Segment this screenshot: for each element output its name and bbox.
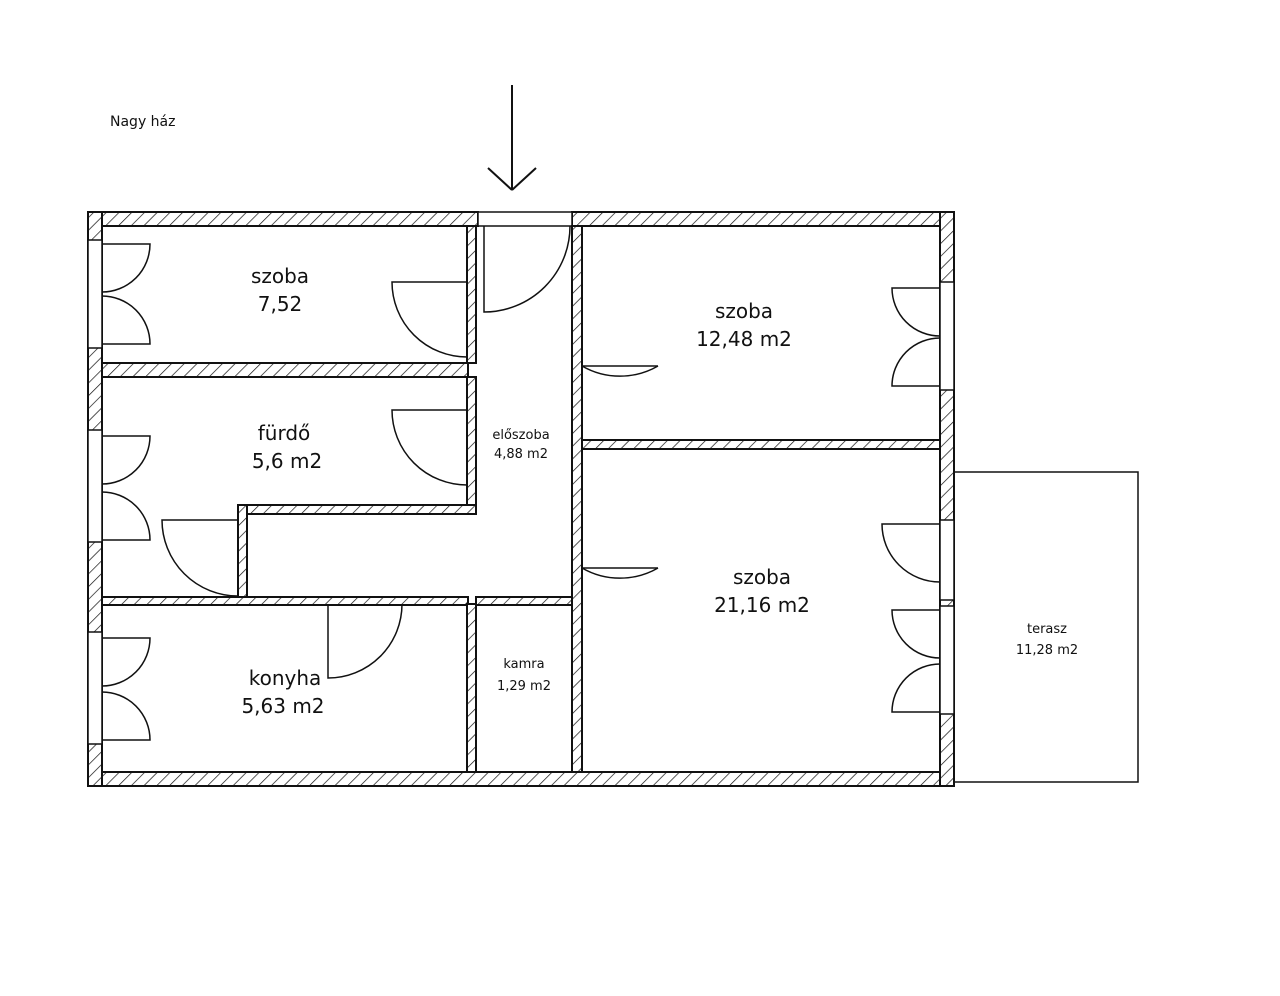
window-swings (101, 243, 941, 741)
room-name: kamra (503, 657, 544, 672)
room-kamra: kamra 1,29 m2 (497, 657, 551, 694)
room-name: előszoba (492, 428, 549, 443)
room-szoba-21: szoba 21,16 m2 (714, 565, 810, 617)
room-name: fürdő (258, 421, 311, 445)
room-furdo: fürdő 5,6 m2 (252, 421, 322, 473)
room-name: szoba (251, 264, 309, 288)
plan-title: Nagy ház (110, 114, 175, 130)
room-area: 1,29 m2 (497, 679, 551, 694)
room-area: 5,63 m2 (241, 694, 324, 718)
room-area: 4,88 m2 (494, 447, 548, 462)
room-area: 11,28 m2 (1016, 643, 1078, 658)
room-szoba-12: szoba 12,48 m2 (696, 299, 792, 351)
room-eloszoba: előszoba 4,88 m2 (492, 428, 549, 462)
room-szoba-7: szoba 7,52 (251, 264, 309, 316)
room-area: 5,6 m2 (252, 449, 322, 473)
door-swings (161, 225, 659, 679)
outer-walls (87, 211, 955, 787)
room-konyha: konyha 5,63 m2 (241, 666, 324, 718)
room-area: 7,52 (258, 292, 303, 316)
interior-walls (101, 225, 941, 773)
entrance-arrow-icon (487, 85, 537, 191)
room-terasz: terasz 11,28 m2 (1016, 622, 1078, 658)
room-name: terasz (1027, 622, 1067, 637)
room-name: szoba (715, 299, 773, 323)
room-area: 12,48 m2 (696, 327, 792, 351)
entrance-opening (477, 211, 573, 227)
room-name: konyha (249, 666, 322, 690)
room-area: 21,16 m2 (714, 593, 810, 617)
room-name: szoba (733, 565, 791, 589)
windows (87, 239, 955, 745)
